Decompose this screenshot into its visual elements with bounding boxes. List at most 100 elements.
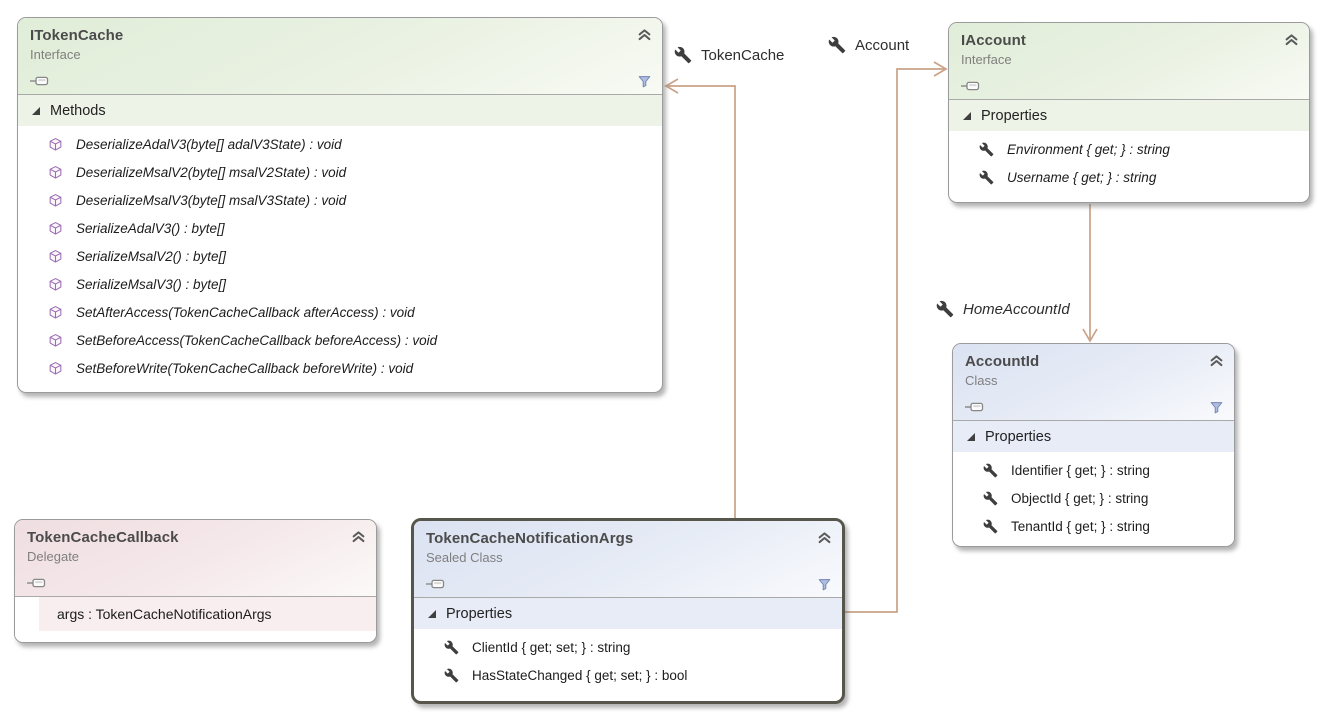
class-box-tokencachecallback[interactable]: TokenCacheCallback Delegate args : Token…: [14, 519, 377, 643]
member-signature: SerializeMsalV3() : byte[]: [76, 276, 227, 292]
lollipop-toggle-icon[interactable]: [426, 578, 446, 590]
member-signature: TenantId { get; } : string: [1011, 518, 1150, 534]
property-icon: [983, 463, 998, 478]
member-row[interactable]: SetBeforeAccess(TokenCacheCallback befor…: [18, 326, 662, 354]
member-row[interactable]: DeserializeMsalV2(byte[] msalV2State) : …: [18, 158, 662, 186]
box-title: ITokenCache: [30, 27, 124, 44]
box-kind: Interface: [961, 52, 1012, 67]
compartment-header-properties[interactable]: Properties: [953, 421, 1234, 452]
member-list: ClientId { get; set; } : string HasState…: [414, 629, 842, 689]
member-signature: SerializeMsalV2() : byte[]: [76, 248, 227, 264]
collapse-chevron-icon[interactable]: [816, 529, 833, 546]
member-row[interactable]: HasStateChanged { get; set; } : bool: [414, 661, 842, 689]
compartment-header-methods[interactable]: Methods: [18, 95, 662, 126]
association-label-tokencache[interactable]: TokenCache: [674, 46, 784, 64]
member-row[interactable]: SerializeMsalV3() : byte[]: [18, 270, 662, 298]
lollipop-toggle-icon[interactable]: [961, 80, 981, 92]
box-header[interactable]: TokenCacheCallback Delegate: [15, 520, 376, 597]
method-icon: [48, 277, 63, 292]
class-box-accountid[interactable]: AccountId Class Properties Identifier { …: [952, 343, 1235, 547]
member-row[interactable]: Identifier { get; } : string: [953, 456, 1234, 484]
expander-triangle-icon: [428, 609, 436, 618]
collapse-chevron-icon[interactable]: [350, 528, 367, 545]
filter-icon[interactable]: [817, 577, 832, 592]
box-title: AccountId: [965, 353, 1040, 370]
method-icon: [48, 333, 63, 348]
compartment-label: Properties: [446, 605, 513, 622]
box-kind: Sealed Class: [426, 550, 503, 565]
member-signature: SetAfterAccess(TokenCacheCallback afterA…: [76, 304, 415, 320]
filter-icon[interactable]: [1209, 400, 1224, 415]
collapse-chevron-icon[interactable]: [1283, 31, 1300, 48]
member-list: DeserializeAdalV3(byte[] adalV3State) : …: [18, 126, 662, 382]
member-signature: SetBeforeWrite(TokenCacheCallback before…: [76, 360, 414, 376]
property-icon: [444, 640, 459, 655]
association-label-homeaccountid[interactable]: HomeAccountId: [936, 300, 1070, 318]
connector-tokencache-arrowhead: [664, 78, 679, 94]
member-signature: Environment { get; } : string: [1007, 141, 1170, 157]
collapse-chevron-icon[interactable]: [636, 26, 653, 43]
box-header[interactable]: ITokenCache Interface: [18, 18, 662, 95]
expander-triangle-icon: [32, 106, 40, 115]
compartment-label: Properties: [985, 428, 1052, 445]
member-signature: DeserializeMsalV3(byte[] msalV3State) : …: [76, 192, 347, 208]
property-icon: [936, 300, 954, 318]
property-icon: [983, 491, 998, 506]
expander-triangle-icon: [967, 432, 975, 441]
property-icon: [444, 668, 459, 683]
delegate-parameter-row[interactable]: args : TokenCacheNotificationArgs: [39, 597, 376, 631]
member-signature: DeserializeMsalV2(byte[] msalV2State) : …: [76, 164, 347, 180]
class-box-tokencachenotificationargs[interactable]: TokenCacheNotificationArgs Sealed Class …: [411, 518, 845, 704]
method-icon: [48, 249, 63, 264]
connector-account[interactable]: [845, 68, 944, 613]
box-title: TokenCacheNotificationArgs: [426, 530, 634, 547]
lollipop-toggle-icon[interactable]: [965, 401, 985, 413]
member-row[interactable]: DeserializeMsalV3(byte[] msalV3State) : …: [18, 186, 662, 214]
lollipop-toggle-icon[interactable]: [27, 577, 47, 589]
member-list: Identifier { get; } : string ObjectId { …: [953, 452, 1234, 540]
class-box-iaccount[interactable]: IAccount Interface Properties Environmen…: [948, 22, 1310, 203]
method-icon: [48, 165, 63, 180]
box-header[interactable]: TokenCacheNotificationArgs Sealed Class: [414, 521, 842, 598]
association-label-account[interactable]: Account: [828, 36, 909, 54]
connector-homeaccountid-arrowhead: [1082, 328, 1098, 343]
member-list: Environment { get; } : string Username {…: [949, 131, 1309, 191]
member-row[interactable]: TenantId { get; } : string: [953, 512, 1234, 540]
class-box-itokencache[interactable]: ITokenCache Interface Methods Deserializ…: [17, 17, 663, 393]
property-icon: [983, 519, 998, 534]
property-icon: [828, 36, 846, 54]
member-row[interactable]: SetBeforeWrite(TokenCacheCallback before…: [18, 354, 662, 382]
compartment-header-properties[interactable]: Properties: [414, 598, 842, 629]
member-row[interactable]: ObjectId { get; } : string: [953, 484, 1234, 512]
member-row[interactable]: SerializeAdalV3() : byte[]: [18, 214, 662, 242]
box-header[interactable]: AccountId Class: [953, 344, 1234, 421]
method-icon: [48, 193, 63, 208]
member-signature: SetBeforeAccess(TokenCacheCallback befor…: [76, 332, 438, 348]
association-label-text: HomeAccountId: [963, 300, 1070, 318]
property-icon: [979, 170, 994, 185]
member-row[interactable]: DeserializeAdalV3(byte[] adalV3State) : …: [18, 130, 662, 158]
filter-icon[interactable]: [637, 74, 652, 89]
member-signature: HasStateChanged { get; set; } : bool: [472, 667, 688, 683]
member-row[interactable]: Username { get; } : string: [949, 163, 1309, 191]
member-signature: DeserializeAdalV3(byte[] adalV3State) : …: [76, 136, 342, 152]
method-icon: [48, 305, 63, 320]
member-row[interactable]: ClientId { get; set; } : string: [414, 633, 842, 661]
member-row[interactable]: SerializeMsalV2() : byte[]: [18, 242, 662, 270]
member-signature: Identifier { get; } : string: [1011, 462, 1150, 478]
member-row[interactable]: Environment { get; } : string: [949, 135, 1309, 163]
box-kind: Interface: [30, 47, 81, 62]
delegate-parameter-text: args : TokenCacheNotificationArgs: [57, 606, 272, 622]
box-kind: Delegate: [27, 549, 80, 564]
property-icon: [979, 142, 994, 157]
box-title: IAccount: [961, 32, 1026, 49]
lollipop-toggle-icon[interactable]: [30, 75, 50, 87]
collapse-chevron-icon[interactable]: [1208, 352, 1225, 369]
compartment-header-properties[interactable]: Properties: [949, 100, 1309, 131]
association-label-text: Account: [855, 36, 910, 54]
connector-tokencache[interactable]: [668, 85, 736, 518]
method-icon: [48, 361, 63, 376]
box-header[interactable]: IAccount Interface: [949, 23, 1309, 100]
member-row[interactable]: SetAfterAccess(TokenCacheCallback afterA…: [18, 298, 662, 326]
